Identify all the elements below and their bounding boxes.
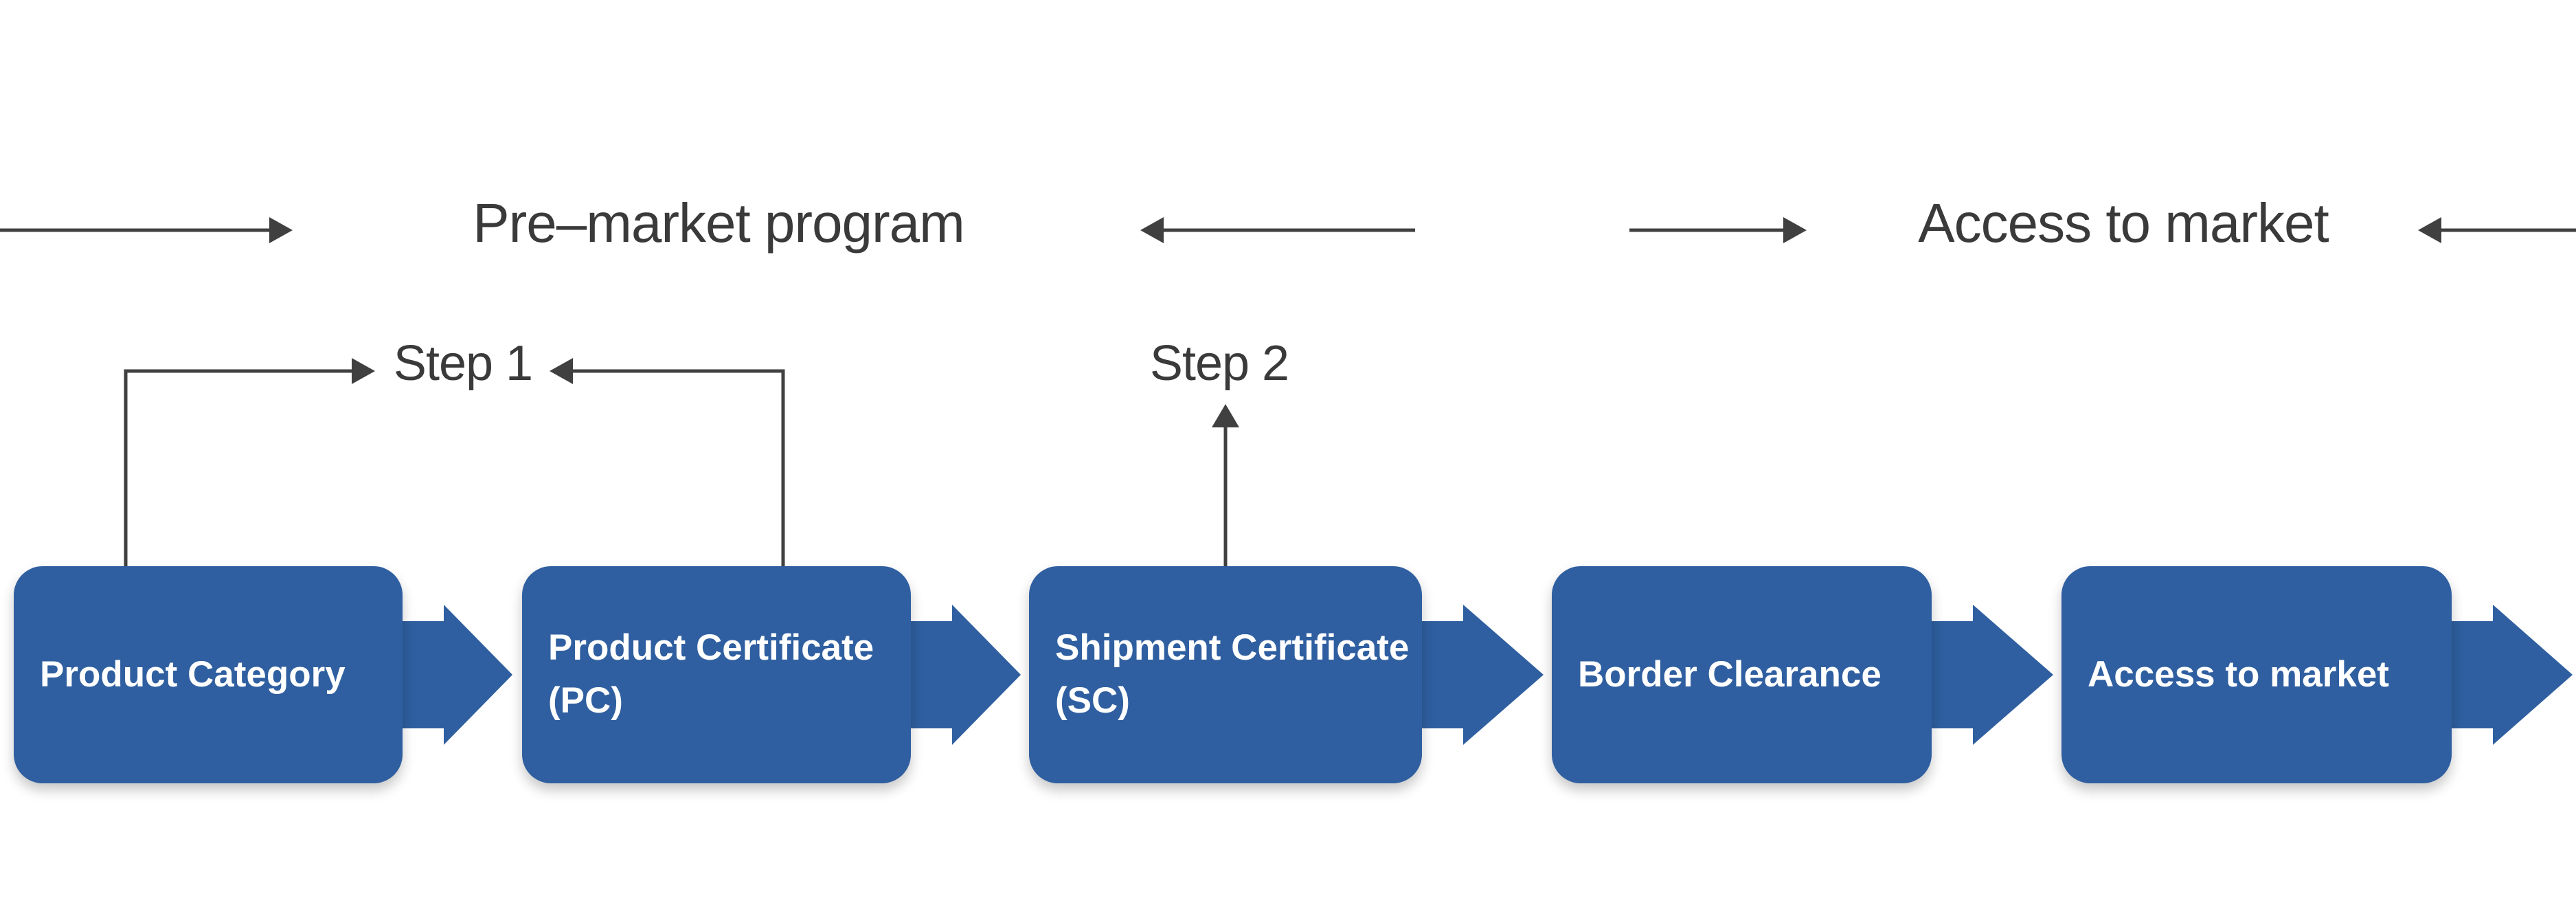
access-left-arrow-icon (1629, 217, 1807, 243)
stage-box-product-category: Product Category (14, 566, 403, 783)
stage-box-shipment-certificate: Shipment Certificate (SC) (1029, 566, 1422, 783)
stage-label: Product Category (40, 653, 346, 695)
stage-box-product-certificate: Product Certificate (PC) (522, 566, 911, 783)
premarket-left-arrow-icon (0, 217, 293, 243)
premarket-right-arrow-icon (1140, 217, 1415, 243)
stage-label-line2: (PC) (548, 680, 623, 721)
stage-label-line1: Shipment Certificate (1055, 627, 1410, 669)
flow-arrow-icon-4 (1930, 605, 2053, 745)
flow-arrow-icon-1 (401, 605, 512, 745)
stage-box-access-to-market: Access to market (2061, 566, 2452, 783)
stage-label: Border Clearance (1578, 653, 1882, 695)
stage-label-line2: (SC) (1055, 680, 1130, 721)
flow-arrow-icon-2 (909, 605, 1021, 745)
step1-connector-from-product-category (124, 358, 375, 566)
step2-connector-from-shipment-certificate (1212, 404, 1239, 566)
stage-label-line1: Product Certificate (548, 627, 874, 669)
flow-arrow-icon-5 (2450, 605, 2573, 745)
access-right-arrow-icon (2418, 217, 2576, 243)
phase-label-access-to-market: Access to market (1918, 192, 2329, 254)
stage-box-border-clearance: Border Clearance (1552, 566, 1932, 783)
stage-label: Access to market (2088, 653, 2389, 695)
step1-label: Step 1 (393, 336, 533, 391)
step1-connector-from-product-certificate (550, 358, 785, 566)
phase-label-premarket-program: Pre–market program (473, 192, 965, 254)
step2-label: Step 2 (1149, 336, 1289, 391)
flow-arrow-icon-3 (1421, 605, 1544, 745)
